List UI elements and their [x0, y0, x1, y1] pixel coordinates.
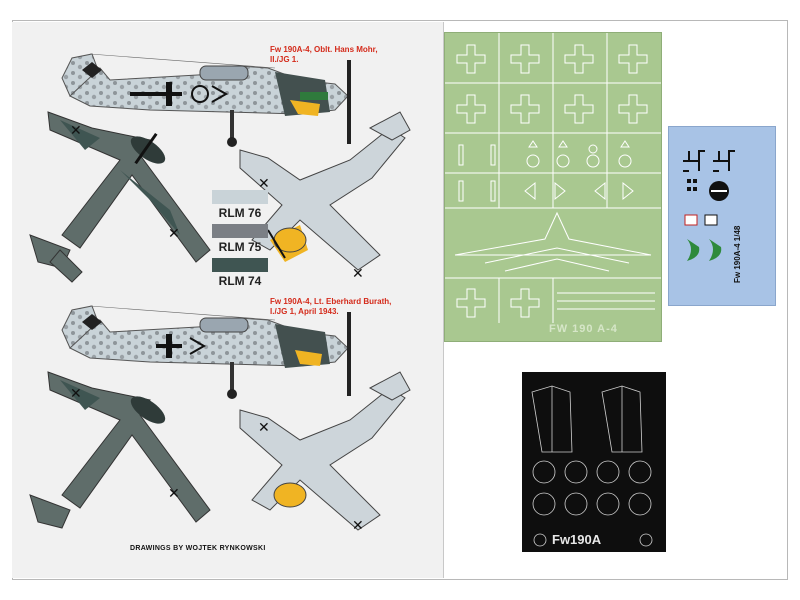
profile1-top-view: ✕ ✕ [29, 111, 211, 283]
profile2-caption-line1: Fw 190A-4, Lt. Eberhard Burath, [270, 297, 392, 306]
small-decal-sheet: Fw 190A-4 1/48 [668, 126, 776, 306]
small-decal-label: Fw 190A-4 1/48 [733, 225, 742, 283]
profile2-side-view [61, 305, 351, 399]
swatch-rlm75 [212, 224, 268, 238]
svg-text:✕: ✕ [168, 226, 180, 242]
mask-sheet-label: Fw190A [552, 532, 602, 547]
profile2-caption-line2: I./JG 1, April 1943. [270, 307, 339, 316]
swatch-rlm75-label: RLM 75 [218, 240, 262, 254]
profile2-caption: Fw 190A-4, Lt. Eberhard Burath, I./JG 1,… [270, 297, 440, 317]
decal-sheet-markings [445, 33, 661, 323]
svg-text:✕: ✕ [70, 386, 82, 402]
decal-sheet-label: FW 190 A-4 [549, 323, 618, 335]
profile2-top-view: ✕ ✕ [29, 371, 211, 529]
svg-text:✕: ✕ [258, 176, 270, 192]
swatch-rlm74-label: RLM 74 [218, 274, 262, 288]
svg-text:✕: ✕ [258, 420, 270, 436]
svg-text:✕: ✕ [352, 518, 364, 534]
svg-text:✕: ✕ [352, 266, 364, 282]
green-decal-sheet: FW 190 A-4 [444, 32, 662, 342]
svg-text:✕: ✕ [168, 486, 180, 502]
profile1-side-view [61, 53, 351, 147]
swatch-rlm76 [212, 190, 268, 204]
profile1-caption: Fw 190A-4, Oblt. Hans Mohr, II./JG 1. [270, 45, 430, 65]
profile1-underside-view: ✕ ✕ [239, 111, 411, 282]
svg-text:✕: ✕ [70, 123, 82, 139]
swatch-rlm76-label: RLM 76 [218, 206, 262, 220]
cross-decal-row2 [456, 94, 648, 124]
profile1-caption-line1: Fw 190A-4, Oblt. Hans Mohr, [270, 45, 378, 54]
swatch-rlm74 [212, 258, 268, 272]
canopy-mask-sheet: Fw190A [522, 372, 666, 552]
profile2-underside-view: ✕ ✕ [239, 371, 411, 534]
profile1-caption-line2: II./JG 1. [270, 55, 299, 64]
mask-outlines [531, 385, 653, 547]
cross-decal-row1 [456, 44, 648, 74]
drawings-credit: DRAWINGS BY WOJTEK RYNKOWSKI [130, 545, 266, 552]
small-decal-markings [683, 150, 735, 261]
